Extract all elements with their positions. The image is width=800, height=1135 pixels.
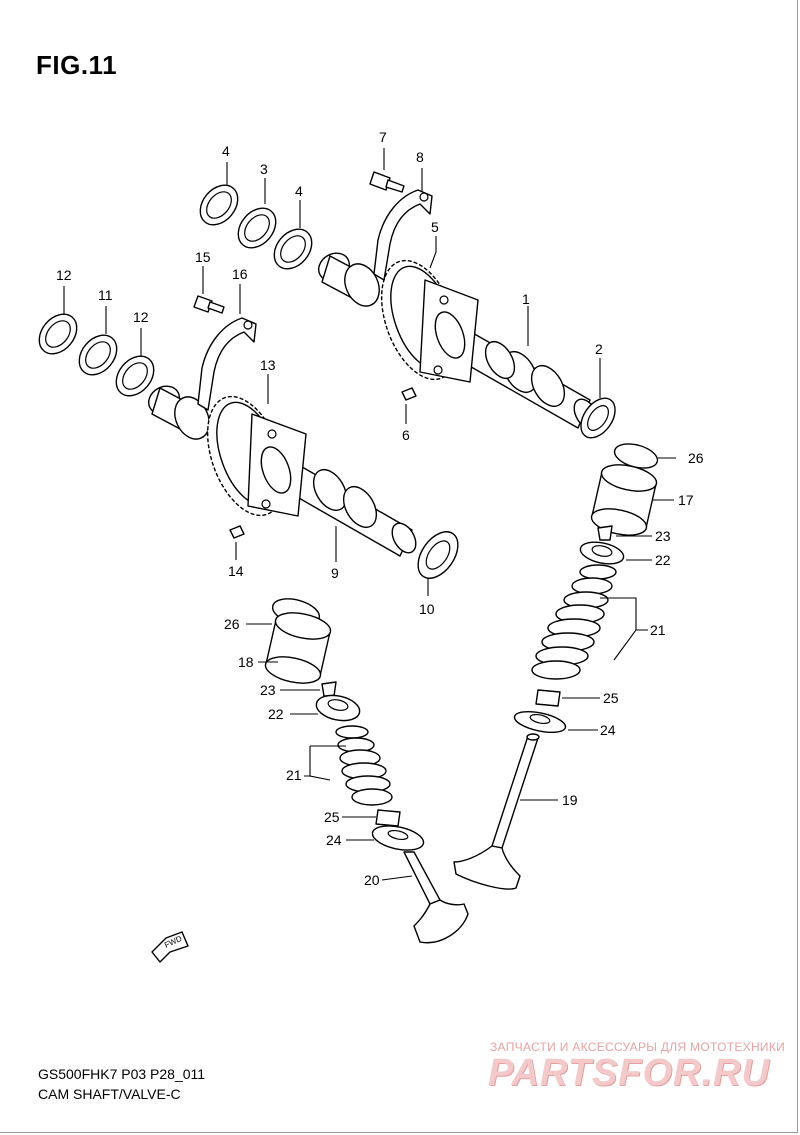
callout-25-right: 25 (603, 690, 619, 706)
callout-26-right: 26 (688, 450, 704, 466)
callout-numbers: 1 2 3 4 4 5 6 7 8 9 10 11 12 12 13 14 15… (56, 129, 704, 888)
callout-25-left: 25 (324, 809, 340, 825)
callout-20: 20 (364, 872, 380, 888)
shim-part-12-left (38, 313, 78, 355)
callout-11: 11 (98, 287, 113, 303)
shim-part-4-lower (273, 228, 313, 270)
callout-7: 7 (379, 129, 387, 145)
callout-14: 14 (228, 563, 244, 579)
shim-part-4-upper (199, 184, 239, 226)
exhaust-camshaft-assembly (199, 171, 616, 439)
tappet-part-18 (264, 612, 332, 684)
callout-15: 15 (195, 249, 211, 265)
callout-19: 19 (562, 792, 578, 808)
callout-12-left: 12 (56, 267, 72, 283)
callout-9: 9 (331, 565, 339, 581)
callout-4-lower: 4 (295, 183, 303, 199)
exhaust-valve-part-19 (453, 733, 540, 890)
model-code: GS500FHK7 P03 P28_011 (38, 1066, 206, 1082)
cotter-part-23-left (321, 681, 337, 697)
callout-10: 10 (419, 601, 435, 617)
retainer-part-22-left (315, 694, 361, 722)
seal-part-11 (78, 334, 118, 376)
callout-23-left: 23 (260, 682, 276, 698)
callout-3: 3 (260, 161, 268, 177)
valve-spring-part-21-right (531, 564, 617, 680)
callout-1: 1 (522, 291, 530, 307)
callout-16: 16 (232, 266, 248, 282)
stem-seal-part-25-left (375, 809, 401, 827)
callout-4-upper: 4 (222, 143, 230, 159)
callout-6: 6 (402, 427, 410, 443)
spring-seat-part-24-right (513, 710, 567, 734)
callout-2: 2 (595, 341, 603, 357)
exhaust-valve-stack (453, 443, 659, 890)
stem-seal-part-25-right (535, 689, 561, 707)
tappet-part-17 (590, 464, 658, 536)
forward-direction-arrow: FWD (151, 931, 189, 963)
callout-21-left: 21 (286, 767, 302, 783)
callout-24-left: 24 (326, 832, 342, 848)
dowel-pin-part-6 (401, 387, 417, 401)
sprocket-part-13 (206, 395, 307, 517)
figure-title: FIG.11 (36, 50, 118, 80)
callout-8: 8 (416, 149, 424, 165)
callout-5: 5 (431, 219, 439, 235)
washer-part-10 (417, 531, 459, 579)
callout-23-right: 23 (655, 528, 671, 544)
callout-13: 13 (260, 357, 276, 373)
callout-18: 18 (238, 654, 254, 670)
washer-part-2 (580, 397, 616, 439)
callout-12-right: 12 (133, 309, 149, 325)
section-name: CAM SHAFT/VALVE-C (38, 1086, 181, 1102)
cotter-part-23-right (597, 525, 613, 541)
shim-part-12-right (115, 355, 155, 397)
callout-17: 17 (678, 492, 694, 508)
seal-part-3 (237, 207, 277, 249)
cam-bracket-part-16 (197, 317, 257, 411)
bolt-part-7 (369, 171, 405, 193)
callout-22-right: 22 (655, 552, 671, 568)
intake-camshaft-assembly (38, 295, 459, 579)
valve-spring-part-21-left (335, 725, 393, 806)
cam-bracket-part-8 (373, 189, 433, 281)
intake-valve-part-20 (403, 851, 469, 944)
intake-valve-stack (264, 598, 469, 944)
retainer-part-22-right (579, 541, 625, 565)
callout-21-right: 21 (650, 622, 666, 638)
callout-24-right: 24 (600, 722, 616, 738)
callout-22-left: 22 (268, 706, 284, 722)
watermark-brand: PARTSFOR.RU (488, 1052, 770, 1094)
leader-lines (63, 148, 676, 881)
spring-seat-part-24-left (371, 825, 425, 851)
sprocket-part-5 (380, 259, 479, 383)
dowel-pin-part-14 (229, 525, 245, 539)
callout-26-left: 26 (224, 616, 240, 632)
bolt-part-15 (193, 295, 225, 314)
watermark-tagline: ЗАПЧАСТИ И АКСЕССУАРЫ ДЛЯ МОТОТЕХНИКИ (490, 1040, 786, 1054)
